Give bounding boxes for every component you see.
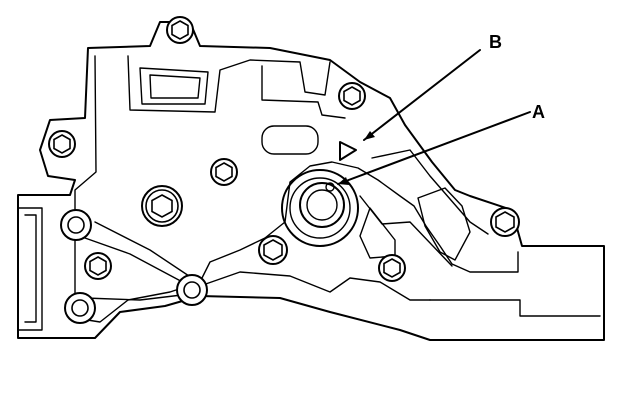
right-upper-channel [261,65,346,119]
shaft-bore [299,182,345,228]
bolt-upper-right-hex [338,82,366,110]
lower-right-step [429,299,601,317]
inner-flange [74,55,519,323]
bolt-left-hex [48,130,76,158]
lower-rib [199,271,431,301]
bolt-center-hex [210,158,238,186]
bolt-large-hex [141,185,183,227]
right-channel [359,207,396,259]
dowel-ring-upper-left [60,209,92,241]
leader-arrow-b [364,131,375,140]
housing-outline [17,21,605,341]
callout-label-b: B [489,32,502,52]
bracket-arm [84,221,196,301]
bolt-top-hex [166,16,194,44]
upper-pocket-inner [149,74,201,99]
bolt-lower-center-hex [258,235,288,265]
alignment-dot [325,182,335,192]
callout-label-a: A [532,102,545,122]
rotor-boss-outer [281,169,359,247]
leader-line-a [337,111,531,185]
left-flange-detail [17,207,43,331]
bolt-right-hex [490,207,520,237]
upper-rib [127,55,331,113]
upper-pocket [139,67,209,105]
dowel-ring-bottom [176,274,208,306]
bolt-lower-right-hex [378,254,406,282]
leader-line-b [363,49,481,141]
triangle-mark [339,141,357,161]
dowel-ring-lower-left [64,292,96,324]
shaft-center [306,189,338,221]
right-pocket [417,187,471,261]
oblong-slot [261,125,319,155]
rotor-boss-ring [289,177,351,239]
leader-arrow-a [338,177,349,185]
bolt-bracket-hex [84,252,112,280]
right-rib [359,149,489,267]
